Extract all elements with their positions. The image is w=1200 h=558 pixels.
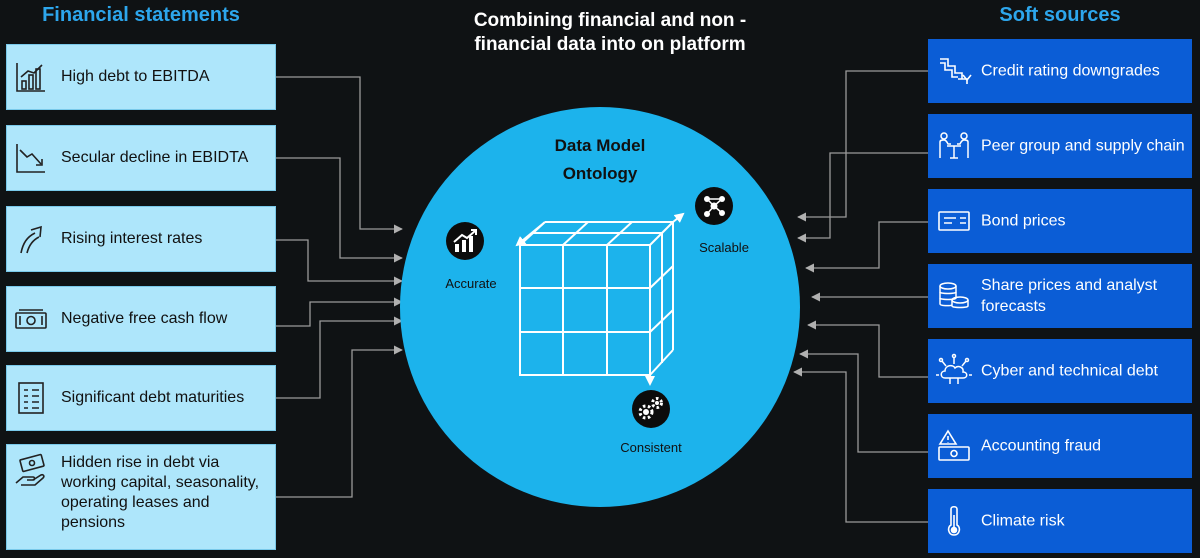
right-item-share-prices: Share prices and analyst forecasts	[928, 264, 1192, 328]
scalable-badge	[695, 187, 733, 225]
right-item-label: Peer group and supply chain	[981, 137, 1185, 155]
right-item-label: Accounting fraud	[981, 437, 1102, 455]
left-item-label: Significant debt maturities	[61, 389, 245, 406]
network-nodes-icon	[704, 196, 725, 217]
scalable-label: Scalable	[699, 240, 749, 255]
connector-left-6	[276, 345, 403, 498]
warning-banknote-icon	[936, 428, 972, 464]
left-item-label: Rising interest rates	[61, 230, 203, 247]
soft-sources-heading: Soft sources	[999, 4, 1121, 26]
left-item-secular-decline: Secular decline in EBIDTA	[6, 125, 276, 191]
left-item-label: High debt to EBITDA	[61, 68, 210, 85]
coin-stack-icon	[936, 278, 972, 314]
data-model-circle	[400, 107, 800, 507]
banknote-icon	[13, 301, 49, 337]
left-item-negative-cash-flow: Negative free cash flow	[6, 286, 276, 352]
connector-right-3	[805, 221, 928, 273]
right-item-label: Climate risk	[981, 512, 1065, 530]
right-item-cyber: Cyber and technical debt	[928, 339, 1192, 403]
right-item-climate-risk: Climate risk	[928, 489, 1192, 553]
checklist-icon	[13, 380, 49, 416]
thermometer-icon	[936, 503, 972, 539]
diagram-title-line1: Combining financial and non -	[473, 10, 747, 31]
connector-left-2	[276, 157, 403, 263]
diagram-title-line2: financial data into on platform	[474, 34, 746, 55]
right-item-bond-prices: Bond prices	[928, 189, 1192, 253]
diagram-title: Combining financial and non - financial …	[420, 9, 800, 57]
data-model-title-line2: Ontology	[562, 164, 638, 183]
connector-right-2	[797, 152, 928, 243]
hand-money-icon	[13, 453, 49, 489]
left-item-label: Negative free cash flow	[61, 310, 228, 327]
connector-left-3	[276, 239, 403, 286]
data-model-title-line1: Data Model	[554, 136, 646, 155]
up-arrow-icon	[13, 221, 49, 257]
right-item-label: Share prices and analyst forecasts	[981, 277, 1158, 315]
left-item-label: Hidden rise in debt via working capital,…	[61, 454, 260, 531]
growth-chart-icon	[453, 229, 477, 252]
right-item-credit-rating: Credit rating downgrades	[928, 39, 1192, 103]
consistent-label: Consistent	[620, 440, 682, 455]
accurate-label: Accurate	[445, 276, 497, 291]
gears-icon	[638, 397, 663, 420]
connector-right-1	[797, 70, 928, 222]
financial-statements-heading: Financial statements	[42, 4, 240, 26]
connector-left-1	[276, 76, 403, 234]
ontology-cube	[515, 212, 685, 386]
left-item-label: Secular decline in EBIDTA	[61, 149, 249, 166]
bar-chart-icon	[13, 59, 49, 95]
consistent-badge	[632, 390, 670, 428]
right-item-label: Cyber and technical debt	[981, 362, 1158, 380]
left-item-debt-maturities: Significant debt maturities	[6, 365, 276, 431]
step-down-arrow-icon	[936, 53, 972, 89]
declining-chart-icon	[13, 140, 49, 176]
accurate-badge	[446, 222, 484, 260]
connector-right-5	[807, 320, 928, 378]
left-item-high-debt: High debt to EBITDA	[6, 44, 276, 110]
connector-right-6	[799, 349, 928, 453]
data-model-title: Data Model Ontology	[500, 132, 700, 188]
connector-left-4	[276, 297, 403, 327]
connector-right-7	[793, 367, 928, 523]
left-item-rising-rates: Rising interest rates	[6, 206, 276, 272]
right-item-peer-group: Peer group and supply chain	[928, 114, 1192, 178]
right-item-accounting-fraud: Accounting fraud	[928, 414, 1192, 478]
right-item-label: Credit rating downgrades	[981, 62, 1160, 80]
meeting-icon	[936, 128, 972, 164]
cloud-network-icon	[936, 353, 972, 389]
bond-certificate-icon	[936, 203, 972, 239]
connector-left-5	[276, 316, 403, 399]
left-item-hidden-debt: Hidden rise in debt via working capital,…	[6, 444, 276, 550]
right-item-label: Bond prices	[981, 212, 1066, 230]
